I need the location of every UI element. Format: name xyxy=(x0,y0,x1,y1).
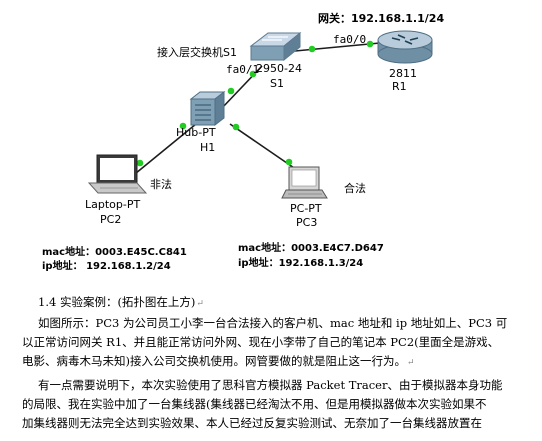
pc2-mac-address: mac地址：0003.E45C.C841 xyxy=(42,247,187,258)
laptop-icon[interactable] xyxy=(87,154,148,194)
legal-label: 合法 xyxy=(344,182,366,195)
access-switch-label: 接入层交换机S1 xyxy=(157,46,237,59)
switch-name-label: S1 xyxy=(270,77,284,90)
paragraph-line: 有一点需要说明下，本次实验使用了思科官方模拟器 Packet Tracer、由于… xyxy=(38,378,503,392)
port-dot-pc-hub xyxy=(285,158,293,166)
gateway-label: 网关：192.168.1.1/24 xyxy=(318,12,445,25)
desktop-pc-icon[interactable] xyxy=(281,166,328,199)
laptop-model-label: Laptop-PT xyxy=(85,198,141,211)
port-indicators xyxy=(136,40,374,167)
port-dot-laptop-hub xyxy=(136,159,144,167)
pc-name-label: PC3 xyxy=(296,216,318,229)
laptop-name-label: PC2 xyxy=(100,213,122,226)
switch-model-label: 2950-24 xyxy=(256,62,302,75)
port-label-fa00: fa0/0 xyxy=(333,33,367,46)
pc3-ip-address: ip地址：192.168.1.3/24 xyxy=(238,258,364,269)
port-dot-router-switch xyxy=(366,40,374,48)
pc2-ip-address: ip地址： 192.168.1.2/24 xyxy=(42,261,171,272)
router-icon[interactable] xyxy=(377,30,433,64)
router-name-label: R1 xyxy=(392,80,407,93)
port-dot-switch-hub xyxy=(249,70,257,78)
pc3-mac-address: mac地址：0003.E4C7.D647 xyxy=(238,243,384,254)
hub-icon[interactable] xyxy=(189,90,226,127)
port-dot-hub-pc xyxy=(232,123,240,131)
illegal-label: 非法 xyxy=(150,178,172,191)
router-model-label: 2811 xyxy=(389,67,417,80)
pc-model-label: PC-PT xyxy=(290,202,322,215)
paragraph-line: 电影、病毒木马未知)接入公司交换机使用。网管要做的就是阻止这一行为。↵ xyxy=(22,354,415,368)
paragraph-line: 加集线器则无法完全达到实验效果、本人已经过反复实验测试、无奈加了一台集线器放置在 xyxy=(22,416,482,430)
paragraph-line: 以正常访问网关 R1、并且能正常访问外网、现在小李带了自己的笔记本 PC2(里面… xyxy=(22,335,500,349)
link-hub-laptop xyxy=(129,123,197,179)
hub-model-label: Hub-PT xyxy=(176,126,216,139)
port-dot-switch-router xyxy=(308,45,316,53)
network-topology-diagram xyxy=(87,30,433,199)
section-heading: 1.4 实验案例：(拓扑图在上方)↵ xyxy=(38,295,204,309)
paragraph-line: 如图所示：PC3 为公司员工小李一台合法接入的客户机、mac 地址和 ip 地址… xyxy=(38,316,508,330)
switch-icon[interactable] xyxy=(249,31,302,62)
port-dot-hub-laptop xyxy=(179,122,187,130)
hub-name-label: H1 xyxy=(200,141,216,154)
paragraph-line: 的局限、我在实验中加了一台集线器(集线器已经淘汰不用、但是用模拟器做本次实验如果… xyxy=(22,397,487,411)
port-dot-hub-switch xyxy=(227,87,235,95)
port-label-fa01: fa0/1 xyxy=(226,63,260,76)
